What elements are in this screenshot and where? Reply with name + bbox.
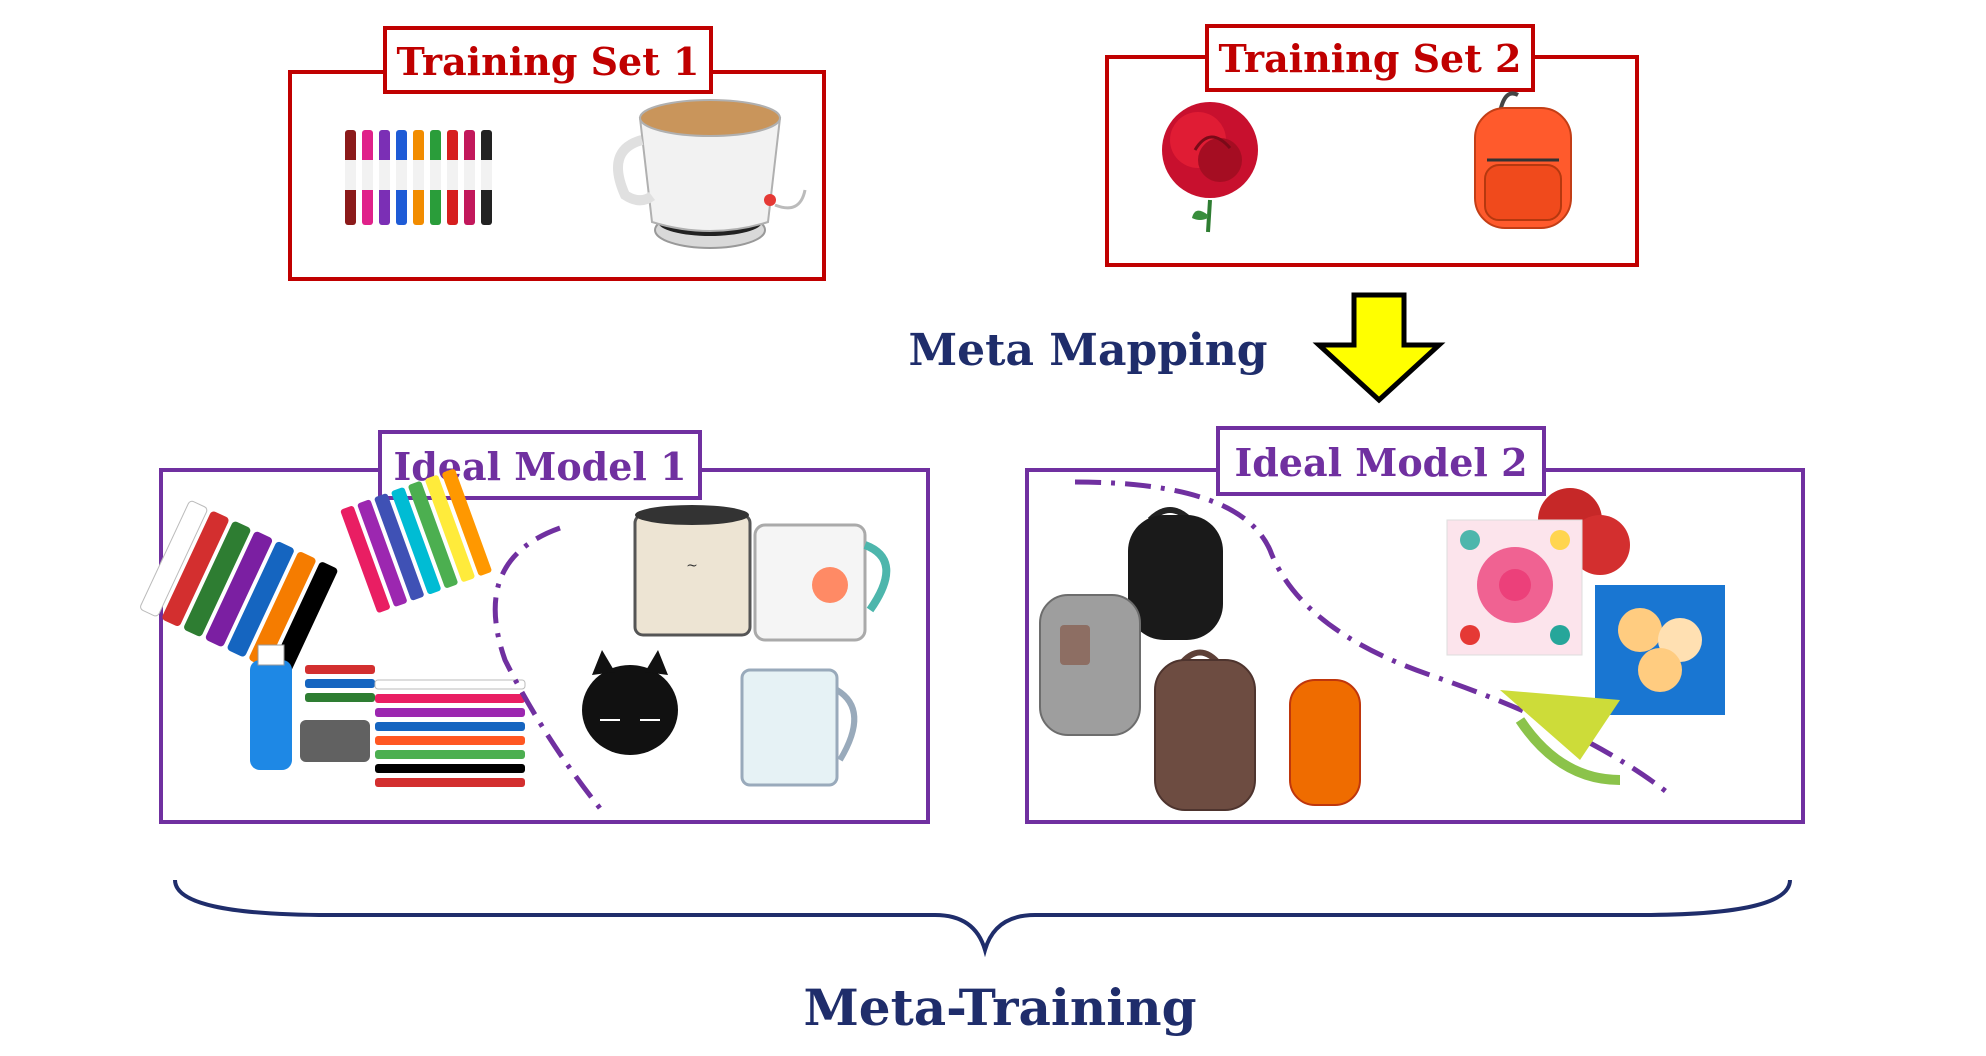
meta-training-label: Meta-Training bbox=[803, 978, 1196, 1037]
svg-text:~: ~ bbox=[686, 558, 698, 574]
training-set-2: Training Set 2 bbox=[1105, 24, 1639, 267]
training-set-1-tab bbox=[383, 26, 713, 94]
backpacks-icon bbox=[1039, 507, 1361, 811]
ideal-model-2-label: Ideal Model 2 bbox=[1234, 440, 1527, 485]
down-arrow-icon bbox=[1312, 292, 1446, 404]
training-set-1-label: Training Set 1 bbox=[397, 39, 700, 84]
training-set-2-tab bbox=[1205, 24, 1535, 92]
marker-pile-icon bbox=[140, 469, 526, 787]
flowers-icon bbox=[1446, 488, 1725, 785]
ideal-model-2-tab bbox=[1216, 426, 1546, 496]
ideal-model-1: Ideal Model 1 bbox=[140, 430, 930, 824]
training-set-1: Training Set 1 bbox=[288, 26, 826, 281]
rose-icon bbox=[1162, 102, 1258, 233]
ideal-model-2: Ideal Model 2 bbox=[1025, 426, 1805, 824]
ideal-model-1-label: Ideal Model 1 bbox=[393, 444, 686, 489]
training-set-2-label: Training Set 2 bbox=[1219, 36, 1522, 81]
mugs-icon: ~ bbox=[582, 505, 891, 787]
meta-training-brace bbox=[173, 879, 1792, 958]
meta-mapping-label: Meta Mapping bbox=[908, 325, 1267, 376]
backpack-icon bbox=[1474, 91, 1572, 229]
markers-icon bbox=[345, 130, 492, 225]
mug-warmer-icon bbox=[613, 99, 807, 249]
decision-boundary-1 bbox=[492, 525, 605, 814]
